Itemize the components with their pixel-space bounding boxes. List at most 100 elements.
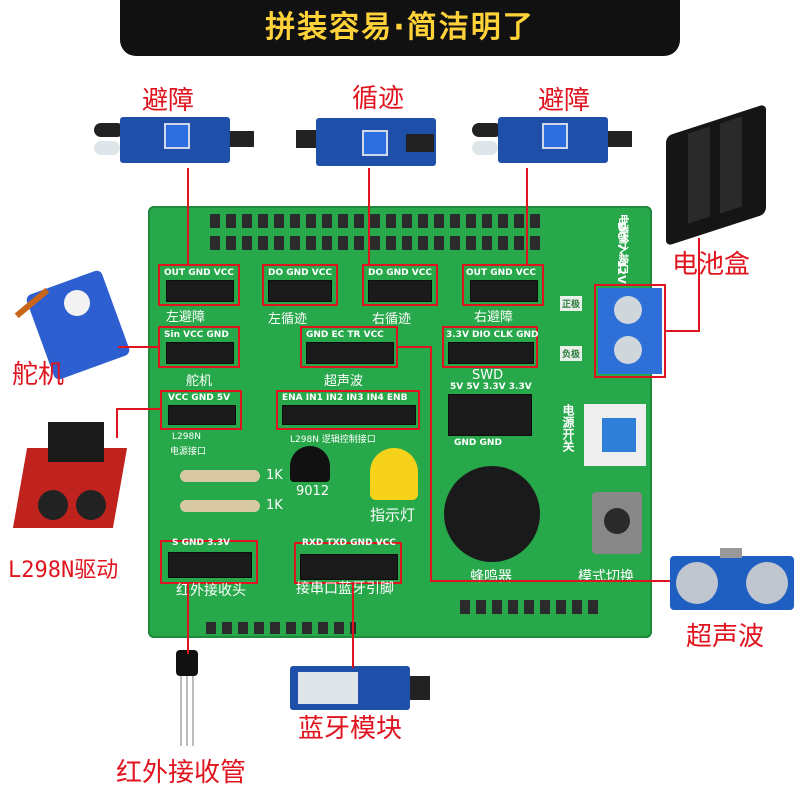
top-header-row-2	[210, 236, 540, 250]
wire-battery-v	[698, 238, 700, 332]
bt-silk: 接串口蓝牙引脚	[296, 581, 394, 597]
servo-label: 舵机	[12, 360, 65, 390]
transistor-label: 9012	[296, 484, 330, 499]
right-obstacle-sensor	[472, 115, 632, 165]
buzzer-label: 蜂鸣器	[470, 569, 512, 585]
servo-pins: Sin VCC GND	[164, 330, 229, 340]
servo-header	[166, 342, 234, 364]
ultrasonic-box	[300, 326, 398, 368]
right-obstacle-header	[470, 280, 538, 302]
right-obstacle-silk: 右避障	[474, 310, 514, 325]
right-track-silk: 右循迹	[372, 312, 412, 327]
power-header	[168, 405, 236, 425]
indicator-led-label: 指示灯	[370, 506, 416, 524]
positive-label: 正极	[560, 296, 583, 311]
mode-switch-label: 模式切换	[578, 569, 634, 585]
l298n-driver	[10, 418, 130, 538]
terminal-screw-2	[614, 336, 642, 364]
dc-voltage: DC 7~12V	[615, 222, 628, 284]
bottom-header-left	[206, 622, 356, 634]
bt-box	[294, 542, 402, 584]
swd-header	[448, 342, 534, 364]
power-silk-1: L298N	[172, 432, 201, 442]
resistor-2-label: 1K	[266, 498, 283, 513]
left-obstacle-box	[158, 264, 240, 306]
wire-ultra-v	[430, 346, 432, 582]
logic-header	[282, 405, 416, 425]
ultrasonic-header	[306, 342, 394, 364]
servo-silk: 舵机	[186, 374, 213, 389]
wire-l298n-v	[116, 408, 118, 438]
terminal-screw-1	[614, 296, 642, 324]
wire-l298n	[116, 408, 160, 410]
right-obstacle-box	[462, 264, 544, 306]
right-track-pins: DO GND VCC	[368, 268, 432, 278]
wire-ultra-bottom	[430, 580, 670, 582]
wire-right-obstacle	[526, 168, 528, 266]
power-silk-2: 电源接口	[170, 447, 207, 457]
bluetooth-label: 蓝牙模块	[298, 714, 403, 744]
left-track-pins: DO GND VCC	[268, 268, 332, 278]
left-obstacle-label: 避障	[142, 86, 195, 116]
resistor-1-label: 1K	[266, 468, 283, 483]
ir-box	[160, 540, 258, 584]
wire-servo	[118, 346, 160, 348]
power-pins: VCC GND 5V	[168, 393, 231, 403]
left-track-box	[262, 264, 338, 306]
dc-terminal-box	[594, 284, 666, 378]
banner	[120, 0, 680, 56]
top-header-row-1	[210, 214, 540, 228]
ultrasonic-label: 超声波	[686, 622, 765, 652]
wire-bluetooth	[352, 584, 354, 668]
volt-header	[448, 394, 532, 436]
left-obstacle-sensor	[94, 115, 254, 165]
wire-line-track	[368, 168, 370, 266]
logic-silk: L298N 逻辑控制接口	[290, 435, 376, 445]
wire-ir	[187, 584, 189, 654]
power-switch[interactable]	[602, 418, 636, 452]
line-track-label: 循迹	[352, 84, 405, 114]
ir-receiver	[172, 650, 202, 750]
ir-header	[168, 552, 252, 578]
logic-pins: ENA IN1 IN2 IN3 IN4 ENB	[282, 393, 408, 403]
swd-box	[442, 326, 538, 368]
l298n-label: L298N驱动	[8, 558, 119, 583]
right-track-box	[362, 264, 438, 306]
left-obstacle-silk: 左避障	[166, 310, 206, 325]
bt-header	[300, 554, 398, 580]
left-obstacle-pins: OUT GND VCC	[164, 268, 234, 278]
right-obstacle-label: 避障	[538, 86, 591, 116]
power-box	[160, 390, 242, 430]
volt-bottom: GND GND	[454, 438, 502, 448]
resistor-1	[180, 470, 260, 482]
right-track-header	[368, 280, 432, 302]
volt-top: 5V 5V 3.3V 3.3V	[450, 382, 532, 392]
bt-pins: RXD TXD GND VCC	[302, 538, 396, 548]
battery-label: 电池盒	[672, 250, 751, 280]
ir-silk: 红外接收头	[176, 583, 246, 599]
banner-title: 拼装容易·简洁明了	[265, 10, 535, 45]
indicator-led	[370, 448, 418, 500]
wire-ultra-h	[398, 346, 430, 348]
servo	[8, 269, 138, 381]
mode-switch[interactable]	[604, 508, 630, 534]
left-track-silk: 左循迹	[268, 312, 308, 327]
swd-pins: 3.3V DIO CLK GND	[446, 330, 539, 340]
wire-battery-h	[666, 330, 700, 332]
bottom-header-right	[460, 600, 600, 614]
bluetooth-module	[290, 666, 430, 710]
ultrasonic-pins: GND EC TR VCC	[306, 330, 384, 340]
wire-left-obstacle	[187, 168, 189, 266]
line-track-sensor	[296, 116, 438, 168]
negative-label: 负极	[560, 346, 583, 361]
ultrasonic-silk: 超声波	[324, 374, 364, 389]
transistor	[290, 446, 330, 482]
power-switch-label: 电源开关	[561, 404, 575, 452]
ir-pins: S GND 3.3V	[172, 538, 231, 548]
left-obstacle-header	[166, 280, 234, 302]
ir-receiver-label: 红外接收管	[116, 758, 247, 788]
battery-box	[658, 100, 778, 247]
ultrasonic-module	[670, 548, 794, 612]
left-track-header	[268, 280, 332, 302]
buzzer	[444, 466, 540, 562]
